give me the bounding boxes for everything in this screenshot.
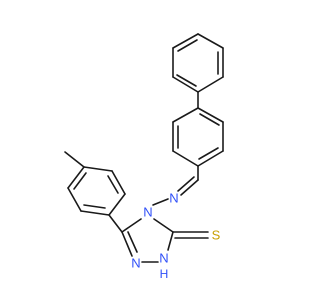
nh-hydrogen-label: H — [160, 267, 169, 281]
molecule-diagram: N N N N H S — [64, 33, 224, 281]
n-n-bond — [152, 198, 169, 206]
middle-phenyl-ring — [172, 107, 224, 167]
triazole-ring — [121, 218, 174, 263]
molecule-canvas: N N N N H S — [64, 33, 224, 281]
triazole-to-tolyl-bond — [108, 214, 123, 233]
methyl-bond — [64, 151, 85, 168]
sulfur-label: S — [212, 228, 221, 243]
imine-double-bond-a — [180, 179, 199, 196]
imine-nitrogen-label: N — [169, 191, 178, 206]
ring-nitrogen-2-label: N — [159, 251, 168, 266]
ring-nitrogen-4-label: N — [143, 205, 152, 220]
tolyl-ring — [67, 166, 126, 216]
ring-nitrogen-1-label: N — [131, 256, 140, 271]
top-phenyl-ring — [172, 33, 224, 93]
imine-double-bond-b — [177, 176, 195, 192]
